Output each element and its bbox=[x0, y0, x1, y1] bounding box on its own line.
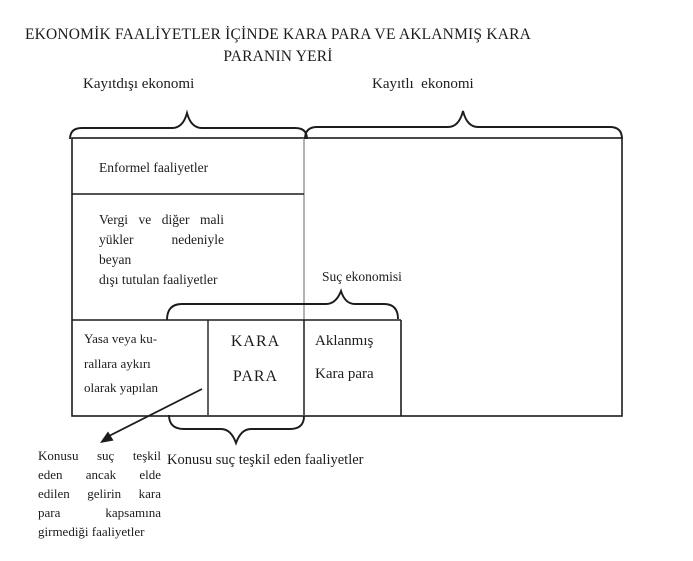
crime-economy-label: Suç ekonomisi bbox=[322, 269, 402, 284]
page-title: EKONOMİK FAALİYETLER İÇİNDE KARA PARA VE… bbox=[20, 24, 536, 68]
criminal-activities-label: Konusu suç teşkil eden faaliyetler bbox=[167, 452, 364, 468]
informal-economy-label: Kayıtdışı ekonomi bbox=[83, 76, 195, 92]
annotation-arrow-head-icon bbox=[100, 431, 114, 443]
informal-activities-cell: Enformel faaliyetler bbox=[99, 160, 209, 175]
crime-economy-brace bbox=[166, 288, 399, 321]
page-title-line1: EKONOMİK FAALİYETLER İÇİNDE KARA PARA VE… bbox=[24, 26, 532, 43]
outer-box bbox=[71, 137, 623, 417]
page-title-line2: PARANIN YERİ bbox=[223, 48, 333, 65]
formal-economy-label: Kayıtlı ekonomi bbox=[372, 76, 474, 92]
criminal-activities-brace bbox=[168, 414, 305, 446]
annotation-arrow-line bbox=[106, 388, 203, 438]
formal-economy-brace bbox=[304, 110, 623, 140]
informal-economy-brace bbox=[69, 109, 308, 140]
